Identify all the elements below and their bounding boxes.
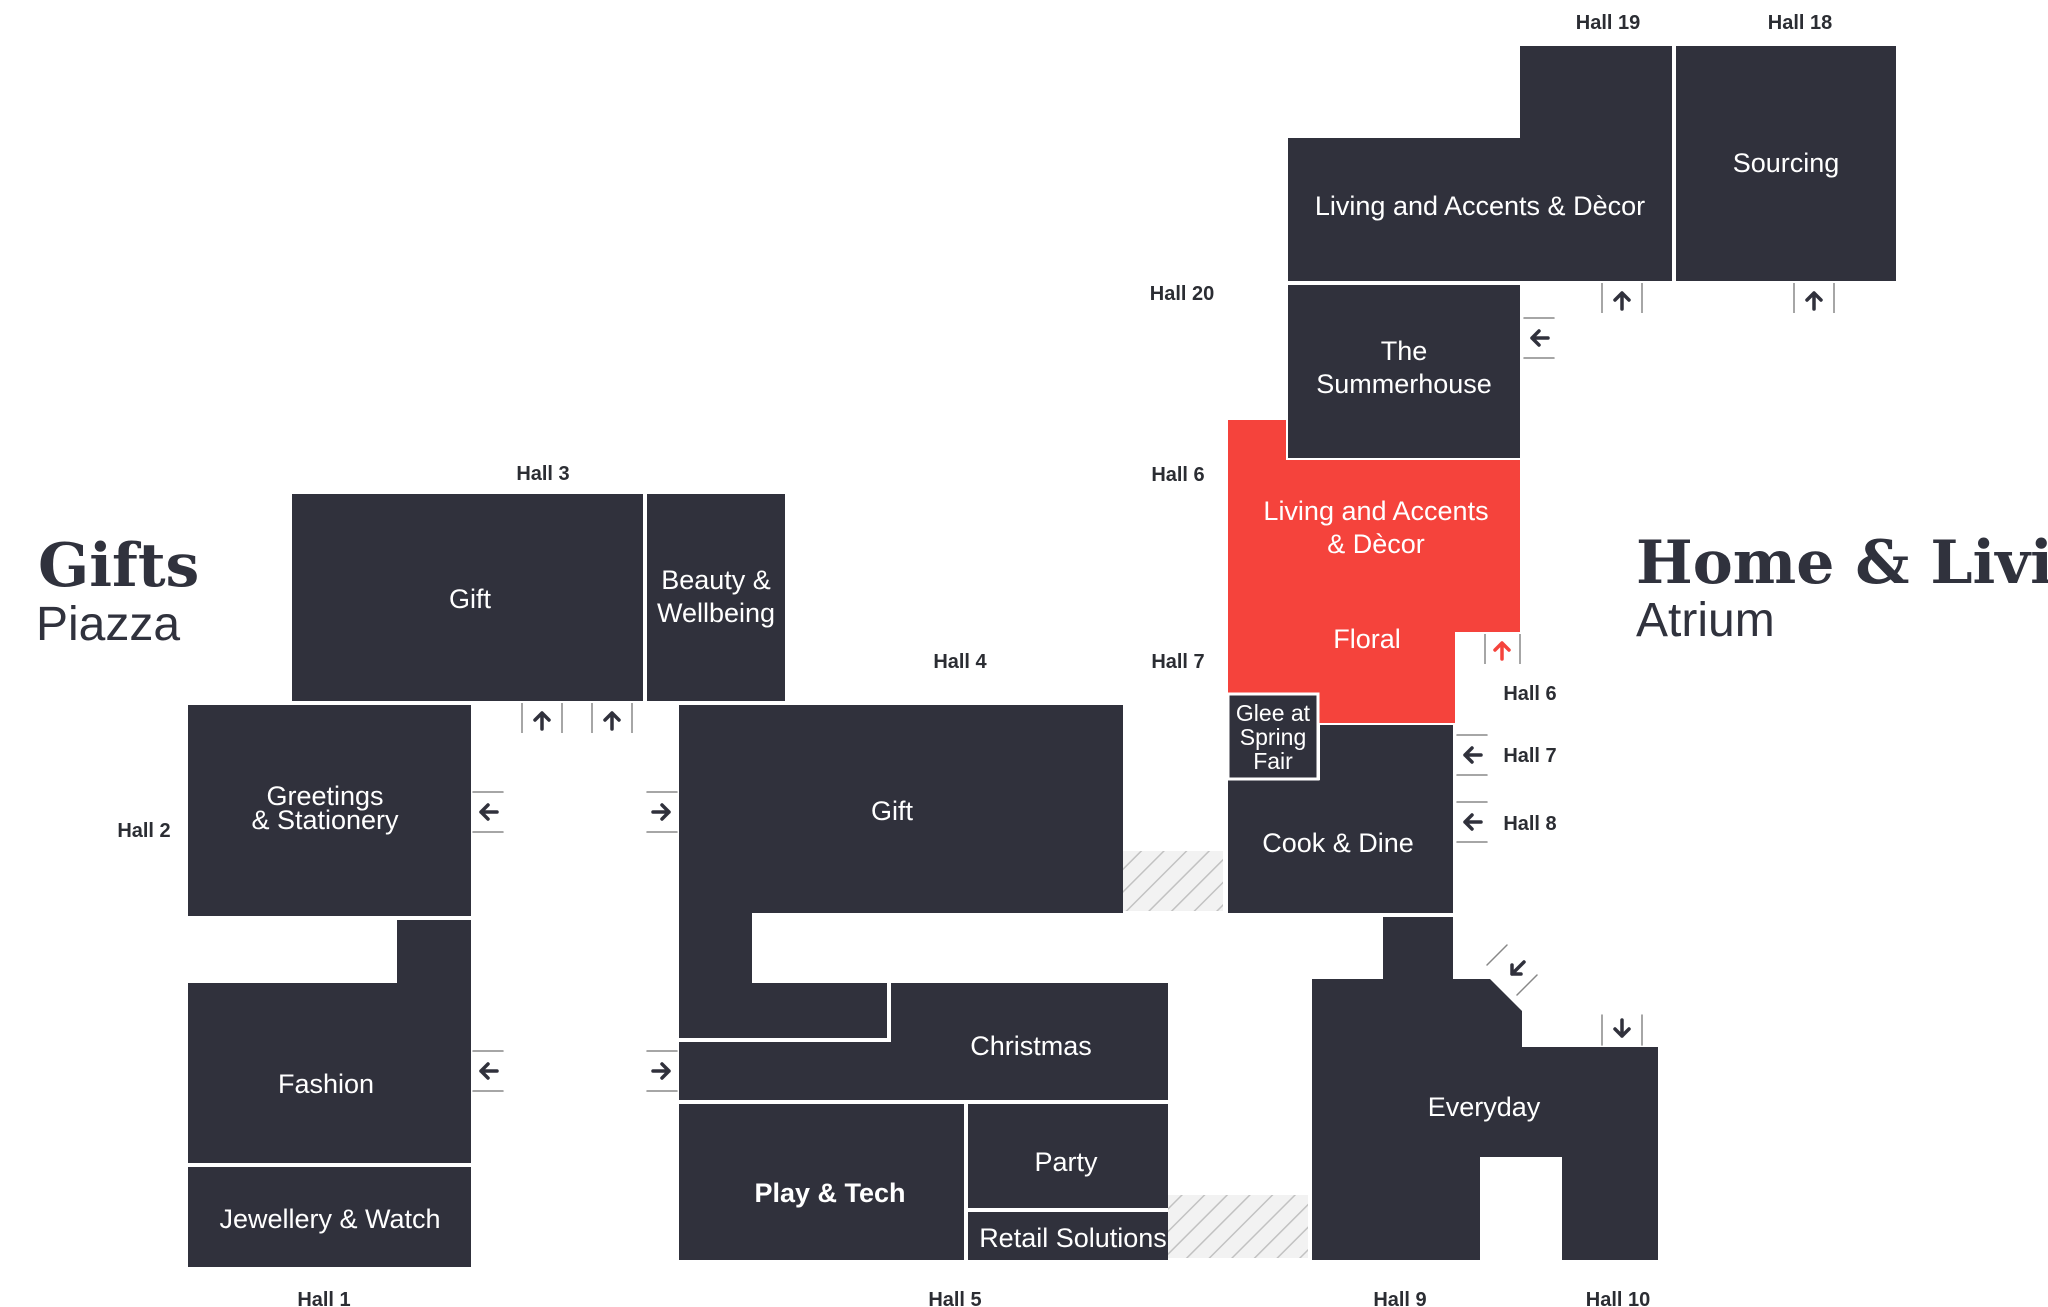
label-summerhouse-2: Summerhouse — [1316, 369, 1492, 399]
hall-label-9: Hall 9 — [1373, 1289, 1426, 1307]
arrow-down-icon — [1613, 1018, 1631, 1038]
hall-label-1: Hall 1 — [297, 1289, 350, 1307]
zone-party[interactable] — [968, 1104, 1168, 1208]
zone-christmas[interactable] — [679, 983, 1168, 1100]
label-living-accents-red-2: & Dècor — [1327, 529, 1425, 559]
arrow-diagonal-icon — [1510, 960, 1526, 976]
label-glee-2: Spring — [1240, 724, 1306, 750]
hall-label-18: Hall 18 — [1768, 12, 1832, 34]
entrance-markers-left — [472, 317, 1555, 1092]
area-title-gifts: Gifts — [38, 531, 199, 601]
hall-label-3: Hall 3 — [516, 463, 569, 485]
zone-gift-hall4[interactable] — [679, 705, 1123, 1038]
label-greetings-2: & Stationery — [251, 805, 399, 835]
hall-label-10: Hall 10 — [1586, 1289, 1650, 1307]
arrow-left-icon — [479, 803, 499, 821]
label-cook-dine: Cook & Dine — [1262, 828, 1414, 858]
label-living-accents-red-1: Living and Accents — [1263, 496, 1488, 526]
zone-living-accents-red[interactable] — [1228, 420, 1520, 723]
label-christmas: Christmas — [970, 1031, 1092, 1061]
arrow-up-icon — [603, 711, 621, 731]
zone-greetings-stationery[interactable] — [188, 705, 471, 916]
arrow-left-icon — [1463, 813, 1483, 831]
label-sourcing: Sourcing — [1733, 148, 1840, 178]
arrow-right-icon — [651, 1062, 671, 1080]
hall-label-7-right: Hall 7 — [1503, 745, 1556, 767]
entrance-marker — [521, 703, 633, 733]
walkway-hatched-lower — [1168, 1195, 1308, 1258]
entrance-marker-everyday — [1486, 944, 1643, 1046]
label-living-accents-top: Living and Accents & Dècor — [1315, 191, 1645, 221]
label-beauty-2: Wellbeing — [657, 598, 775, 628]
zone-fashion[interactable] — [188, 920, 471, 1163]
arrow-left-icon — [1463, 746, 1483, 764]
arrow-up-icon — [1613, 291, 1631, 311]
label-floral: Floral — [1333, 624, 1401, 654]
label-summerhouse-1: The — [1381, 336, 1428, 366]
entrance-marker-hall6 — [1484, 634, 1521, 664]
area-subtitle-piazza: Piazza — [36, 598, 180, 651]
zone-glee-at-spring-fair[interactable] — [1226, 692, 1320, 781]
hall-label-6-left: Hall 6 — [1151, 464, 1204, 486]
hall-label-20: Hall 20 — [1150, 283, 1214, 305]
label-gift-hall3: Gift — [449, 584, 492, 614]
arrow-up-icon — [533, 711, 551, 731]
label-party: Party — [1034, 1147, 1098, 1177]
hall-label-8: Hall 8 — [1503, 813, 1556, 835]
hall-label-4: Hall 4 — [933, 651, 987, 673]
zone-living-accents-top[interactable] — [1288, 46, 1672, 281]
arrow-up-icon — [1805, 291, 1823, 311]
zone-summerhouse[interactable] — [1288, 285, 1520, 458]
label-jewellery-watch: Jewellery & Watch — [219, 1204, 440, 1234]
label-greetings-1: Greetings — [266, 781, 383, 811]
area-subtitle-atrium: Atrium — [1636, 594, 1775, 647]
arrow-left-icon — [479, 1062, 499, 1080]
label-glee-3: Fair — [1253, 748, 1293, 774]
label-everyday: Everyday — [1428, 1092, 1541, 1122]
entrance-marker — [1601, 283, 1835, 313]
hall-label-19: Hall 19 — [1576, 12, 1640, 34]
arrow-left-icon — [1530, 329, 1550, 347]
label-glee-1: Glee at — [1236, 700, 1311, 726]
zone-cook-dine[interactable] — [1228, 725, 1453, 913]
label-beauty-1: Beauty & — [661, 565, 771, 595]
label-fashion: Fashion — [278, 1069, 374, 1099]
zone-beauty-wellbeing[interactable] — [647, 494, 785, 701]
zone-gift-hall3[interactable] — [292, 494, 643, 701]
zone-sourcing[interactable] — [1676, 46, 1896, 281]
label-retail-solutions: Retail Solutions — [979, 1223, 1167, 1253]
zone-everyday[interactable] — [1312, 917, 1658, 1260]
hall-label-6-right: Hall 6 — [1503, 683, 1556, 705]
area-title-home-living: Home & Living — [1636, 528, 2048, 598]
hall-label-7-left: Hall 7 — [1151, 651, 1204, 673]
zone-retail-solutions[interactable] — [968, 1212, 1168, 1260]
arrow-right-icon — [651, 803, 671, 821]
label-gift-hall4: Gift — [871, 796, 914, 826]
hall-label-2: Hall 2 — [117, 820, 170, 842]
zone-play-tech[interactable] — [679, 1104, 964, 1260]
hall-label-5: Hall 5 — [928, 1289, 981, 1307]
label-play-tech: Play & Tech — [754, 1178, 905, 1208]
zone-jewellery-watch[interactable] — [188, 1167, 471, 1267]
walkway-hatched-upper — [1123, 851, 1223, 911]
